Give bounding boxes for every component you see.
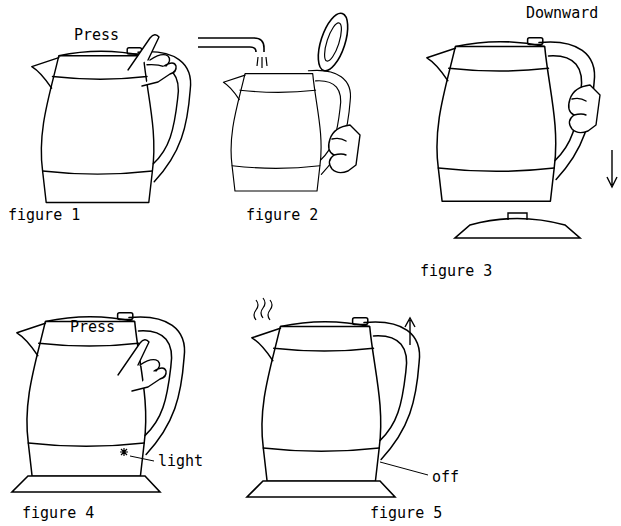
action-label: Downward <box>526 4 598 22</box>
figure-caption: figure 2 <box>246 206 318 224</box>
figure-caption: figure 4 <box>22 504 94 522</box>
figure-caption: figure 3 <box>420 262 492 280</box>
part-label: off <box>432 468 459 486</box>
figure-caption: figure 1 <box>8 206 80 224</box>
figure-caption: figure 5 <box>370 504 442 522</box>
action-label: Press <box>70 318 115 336</box>
part-label: light <box>158 452 203 470</box>
action-label: Press <box>74 26 119 44</box>
